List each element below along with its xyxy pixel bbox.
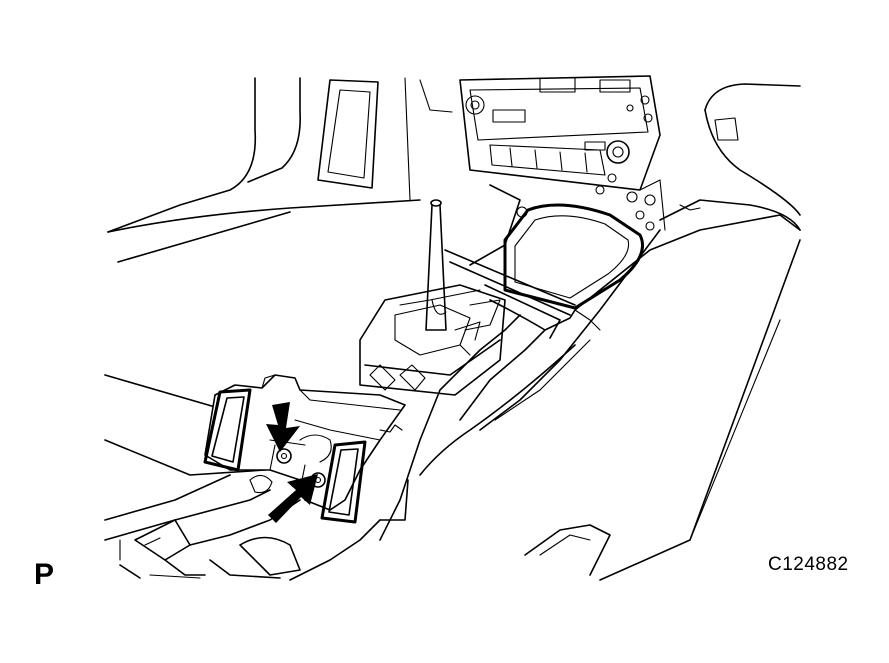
center-console-body	[289, 214, 801, 581]
left-duct-opening	[203, 388, 252, 472]
right-dash-outline	[524, 83, 801, 581]
shift-lever	[425, 199, 447, 331]
bolt-marks	[249, 434, 332, 501]
console-storage-pocket	[469, 184, 644, 310]
up-right-arrow-icon	[268, 474, 318, 523]
right-duct-opening	[320, 440, 367, 524]
shift-lever-base	[359, 284, 506, 396]
dashboard-outline	[107, 77, 453, 263]
figure-code: C124882	[768, 554, 849, 575]
down-arrow-icon	[266, 402, 300, 452]
audio-climate-panel	[459, 75, 666, 231]
left-vent-panel	[317, 79, 379, 189]
view-letter: P	[34, 558, 55, 591]
console-rails	[444, 249, 576, 339]
screw-icon	[276, 448, 292, 464]
